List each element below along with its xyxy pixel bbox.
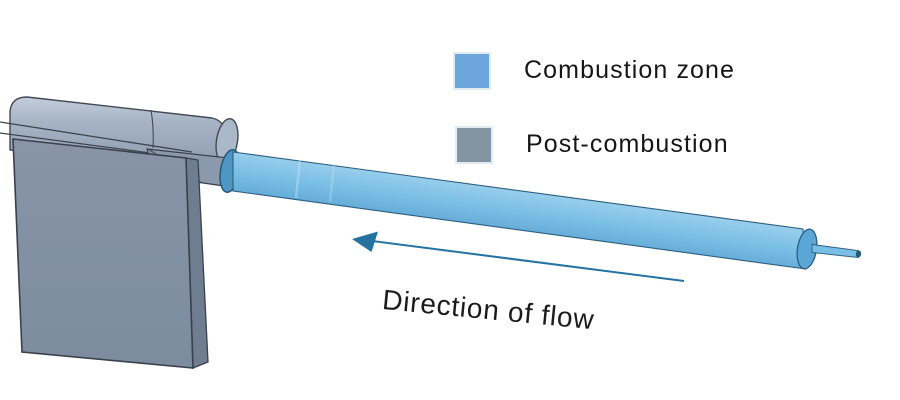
legend-item-combustion-zone: Combustion zone: [455, 53, 735, 88]
flow-arrow: [352, 231, 685, 282]
post-combustion-chamber: [0, 96, 239, 369]
cylinder-seam-line: [150, 109, 154, 149]
combustion-zone-swatch: [455, 53, 489, 88]
tube-seam-2: [328, 163, 336, 203]
combustion-tube: [219, 148, 862, 270]
combustion-zone-label: Combustion zone: [524, 56, 736, 84]
flow-arrowhead: [352, 231, 378, 252]
post-combustion-label: Post-combustion: [526, 130, 729, 158]
chamber-seam-line-1: [0, 121, 193, 153]
post-combustion-swatch: [457, 127, 491, 162]
flow-arrow-line: [371, 240, 685, 282]
chamber-front-face: [12, 138, 194, 369]
tube-body: [232, 151, 807, 270]
outlet-pipe: [811, 243, 859, 259]
tube-seam-1: [294, 159, 302, 199]
legend-item-post-combustion: Post-combustion: [457, 127, 729, 162]
outlet-pipe-tip: [855, 250, 862, 258]
